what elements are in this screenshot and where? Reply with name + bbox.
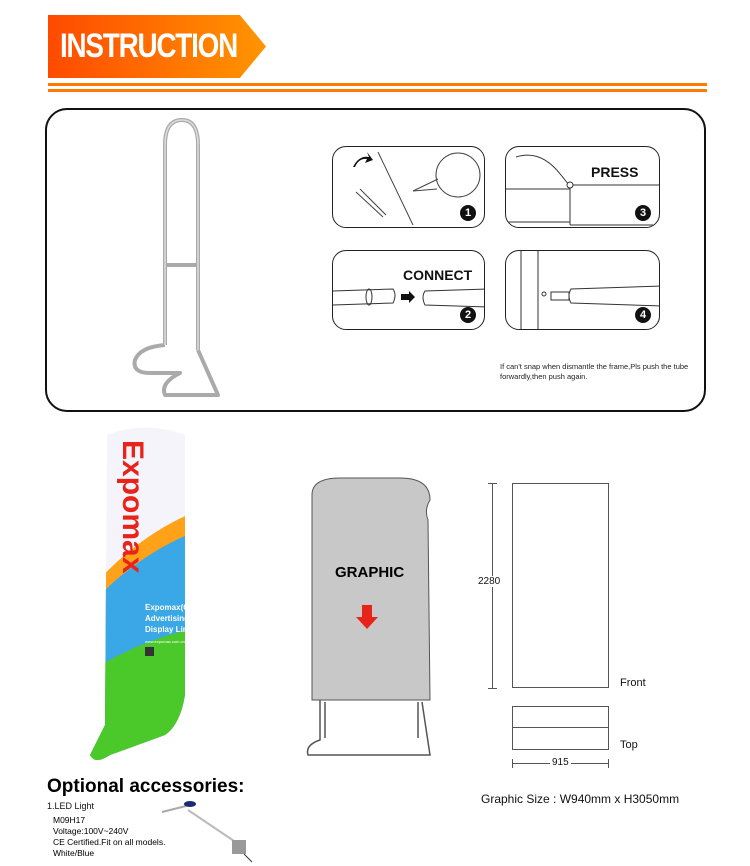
led-light-image [161,801,253,863]
top-label: Top [620,739,638,751]
header-banner [48,15,266,78]
step-2-panel: CONNECT 2 [332,250,485,330]
product-banner-image: Expomax Expomax(China) Advertising Displ… [90,427,208,760]
connect-illustration [333,288,484,308]
accessory-detail: CE Certified.Fit on all models. [53,837,166,847]
accessory-detail: M09H17 [53,815,86,825]
graphic-label: GRAPHIC [335,564,405,581]
arrow-down-icon [356,605,378,629]
divider [48,89,707,92]
brand-logo: Expomax [116,440,149,574]
step-1-panel: 1 [332,146,485,228]
graphic-size: Graphic Size : W940mm x H3050mm [481,792,680,806]
accessory-detail: White/Blue [53,848,95,858]
graphic-diagram [306,477,431,756]
front-label: Front [620,677,646,689]
height-value: 2280 [478,576,501,587]
screw-illustration [520,251,659,329]
instruction-note: If can't snap when dismantle the frame,P… [500,362,689,381]
accessories-title: Optional accessories: [47,776,245,797]
step-label: PRESS [591,164,639,180]
step-label: CONNECT [403,267,473,283]
step-3-panel: PRESS 3 [505,146,660,228]
frame-illustration [132,118,220,397]
qr-code [145,647,154,656]
banner-company-line: Expomax(China) [145,603,208,612]
tube-parts-illustration [353,151,481,226]
step-number: 1 [460,205,476,221]
step-number: 4 [635,307,651,323]
banner-company-line: Display Limited [145,625,204,634]
banner-website: www.expomax.com.cn [145,639,185,644]
step-number: 2 [460,307,476,323]
press-illustration [506,154,659,226]
width-value: 915 [550,757,571,768]
instruction-box [45,108,706,412]
page-title: INSTRUCTION [60,27,238,65]
divider [48,83,707,86]
accessory-detail: Voltage:100V~240V [53,826,129,836]
step-4-panel: 4 [505,250,660,330]
front-view [512,483,609,688]
step-number: 3 [635,205,651,221]
banner-company-line: Advertising [145,614,189,623]
top-view [512,706,609,750]
accessory-item: 1.LED Light [47,801,95,811]
